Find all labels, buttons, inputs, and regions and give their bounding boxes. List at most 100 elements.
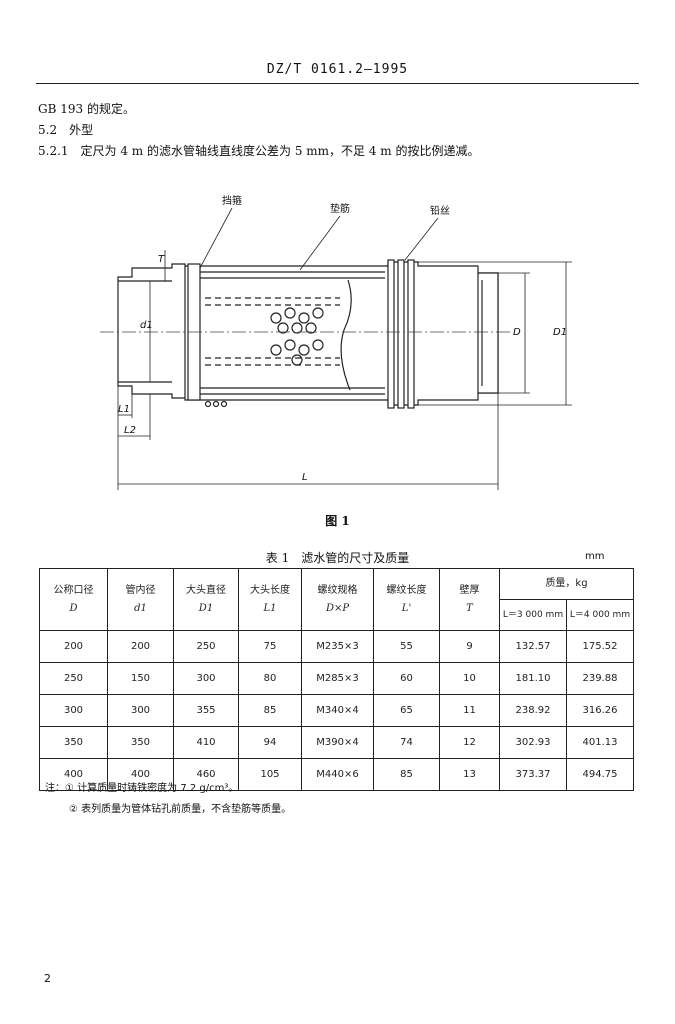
- note-2: ② 表列质量为管体钻孔前质量，不含垫筋等质量。: [69, 804, 292, 815]
- table-cell: 355: [173, 694, 239, 727]
- label-d1: d1: [140, 320, 153, 331]
- table-cell: 132.57: [499, 630, 567, 663]
- label-D1: D1: [553, 327, 567, 338]
- table-cell: 300: [173, 662, 239, 695]
- break-line: [340, 279, 352, 391]
- clause-text: 外型: [69, 123, 94, 137]
- header-rule: [36, 83, 639, 84]
- perforation-hole: [291, 322, 303, 334]
- table-unit: mm: [585, 551, 605, 562]
- leader-rib: [299, 215, 341, 271]
- bolt-head: [204, 400, 212, 408]
- wire-band: [407, 259, 415, 409]
- table-cell: 200: [107, 630, 174, 663]
- table-cell: 300: [39, 694, 108, 727]
- body-line-2: 5.2 外型: [38, 121, 93, 138]
- perforation-hole: [284, 307, 296, 319]
- table-cell: M285×3: [301, 662, 374, 695]
- pipe-top-outline: [117, 261, 499, 406]
- table-cell: M340×4: [301, 694, 374, 727]
- clause-text: 定尺为 4 m 的滤水管轴线直线度公差为 5 mm，不足 4 m 的按比例递减。: [80, 144, 480, 158]
- perforation-hole: [270, 312, 282, 324]
- table-cell: 85: [238, 694, 302, 727]
- perforation-hole: [298, 344, 310, 356]
- perforation-hole: [284, 339, 296, 351]
- table-cell: 302.93: [499, 726, 567, 759]
- figure-caption: 图 1: [325, 514, 350, 528]
- table-cell: 10: [439, 662, 500, 695]
- label-T: T: [158, 254, 165, 265]
- label-D: D: [513, 327, 521, 338]
- leader-baffle: [199, 207, 233, 269]
- leader-wire: [404, 217, 439, 261]
- label-L: L: [302, 472, 308, 483]
- perforation-hole: [277, 322, 289, 334]
- table-cell: 373.37: [499, 758, 567, 791]
- table-cell: 105: [238, 758, 302, 791]
- table-cell: 181.10: [499, 662, 567, 695]
- wire-band: [397, 259, 405, 409]
- label-L2: L2: [124, 425, 136, 436]
- table-cell: 74: [373, 726, 440, 759]
- table-cell: 401.13: [565, 726, 635, 759]
- table-title: 表 1 滤水管的尺寸及质量: [265, 551, 410, 565]
- label-baffle: 挡箍: [222, 194, 242, 207]
- table-cell: 60: [373, 662, 440, 695]
- table-cell: 400: [107, 758, 174, 791]
- table-cell: 238.92: [499, 694, 567, 727]
- right-collar: [477, 272, 499, 394]
- table-cell: 200: [39, 630, 108, 663]
- perforation-hole: [312, 339, 324, 351]
- clause-number: 5.2.1: [38, 144, 69, 158]
- label-rib: 垫筋: [330, 202, 350, 215]
- perforation-hole: [298, 312, 310, 324]
- table-cell: M390×4: [301, 726, 374, 759]
- wire-band: [387, 259, 395, 409]
- table-cell: 175.52: [565, 630, 635, 663]
- note-1: 注：① 计算质量时铸铁密度为 7.2 g/cm³。: [45, 783, 239, 794]
- bolt-head: [212, 400, 220, 408]
- bolt-head: [220, 400, 228, 408]
- body-line-3: 5.2.1 定尺为 4 m 的滤水管轴线直线度公差为 5 mm，不足 4 m 的按…: [38, 142, 480, 159]
- table-cell: 12: [439, 726, 500, 759]
- table-cell: 55: [373, 630, 440, 663]
- table-cell: 300: [107, 694, 174, 727]
- table-cell: 250: [39, 662, 108, 695]
- label-wire: 铅丝: [430, 204, 450, 217]
- table-cell: 410: [173, 726, 239, 759]
- table-notes: 注：① 计算质量时铸铁密度为 7.2 g/cm³。 ② 表列质量为管体钻孔前质量…: [45, 778, 291, 820]
- header-mass-4000: L＝4 000 mm: [565, 599, 635, 631]
- table-cell: 75: [238, 630, 302, 663]
- clause-number: 5.2: [38, 123, 58, 137]
- document-code: DZ/T 0161.2—1995: [266, 62, 409, 77]
- table-cell: 65: [373, 694, 440, 727]
- table-cell: 150: [107, 662, 174, 695]
- label-L1: L1: [118, 404, 130, 415]
- table-cell: 94: [238, 726, 302, 759]
- table-cell: 350: [39, 726, 108, 759]
- table-cell: 85: [373, 758, 440, 791]
- page-number: 2: [44, 972, 51, 985]
- perforation-hole: [312, 307, 324, 319]
- body-line-1: GB 193 的规定。: [38, 102, 135, 116]
- table-cell: 239.88: [565, 662, 635, 695]
- perforation-hole: [291, 354, 303, 366]
- table-cell: 316.26: [565, 694, 635, 727]
- table-cell: 250: [173, 630, 239, 663]
- table-cell: 460: [173, 758, 239, 791]
- header-mass: 质量，kg: [498, 568, 635, 600]
- table-cell: M440×6: [301, 758, 374, 791]
- table-cell: 13: [439, 758, 500, 791]
